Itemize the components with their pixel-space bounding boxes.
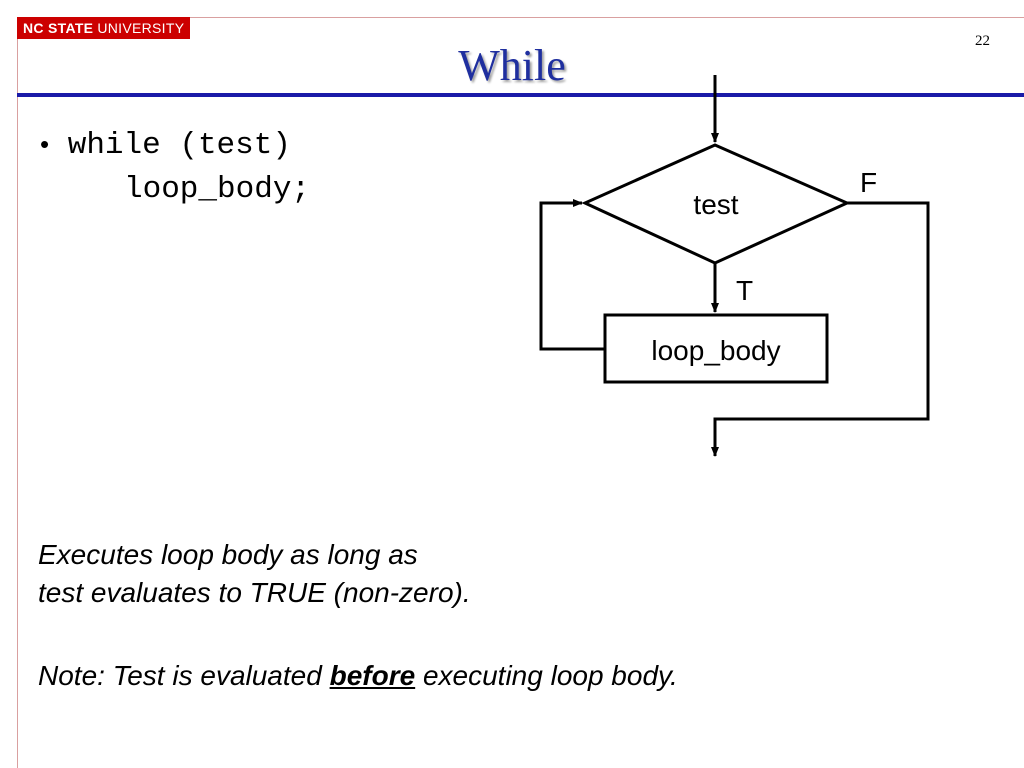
loop-back-arrow (539, 199, 605, 351)
code-block: • while (test) loop_body; (40, 122, 310, 212)
false-label: F (860, 167, 877, 198)
while-flowchart: test T loop_body F (539, 75, 930, 457)
note-prefix: Note: Test is evaluated (38, 660, 330, 691)
test-label: test (693, 189, 738, 220)
note-suffix: executing loop body. (415, 660, 678, 691)
loop-body-label: loop_body (651, 335, 780, 366)
false-exit-path (711, 201, 930, 457)
university-logo: NC STATE UNIVERSITY (17, 17, 191, 39)
note: Note: Test is evaluated before executing… (38, 660, 678, 692)
logo-bold-text: NC STATE (23, 20, 94, 36)
code-line-body: loop_body; (124, 172, 311, 207)
description-line-1: Executes loop body as long as (38, 539, 418, 570)
code-while-text: while (test) (67, 128, 291, 163)
description-line-2: test evaluates to TRUE (non-zero). (38, 577, 471, 608)
slide-number: 22 (975, 33, 990, 49)
description: Executes loop body as long as test evalu… (38, 536, 471, 612)
logo-text: UNIVERSITY (97, 20, 185, 36)
slide-title: While (458, 41, 566, 90)
title-rule (17, 93, 1024, 97)
slide-frame-left (17, 17, 18, 768)
true-label: T (736, 275, 753, 306)
slide-frame-top (17, 17, 1024, 18)
bullet: • (40, 129, 50, 159)
code-line-while: • while (test) (40, 122, 310, 168)
note-emphasis: before (329, 660, 416, 691)
